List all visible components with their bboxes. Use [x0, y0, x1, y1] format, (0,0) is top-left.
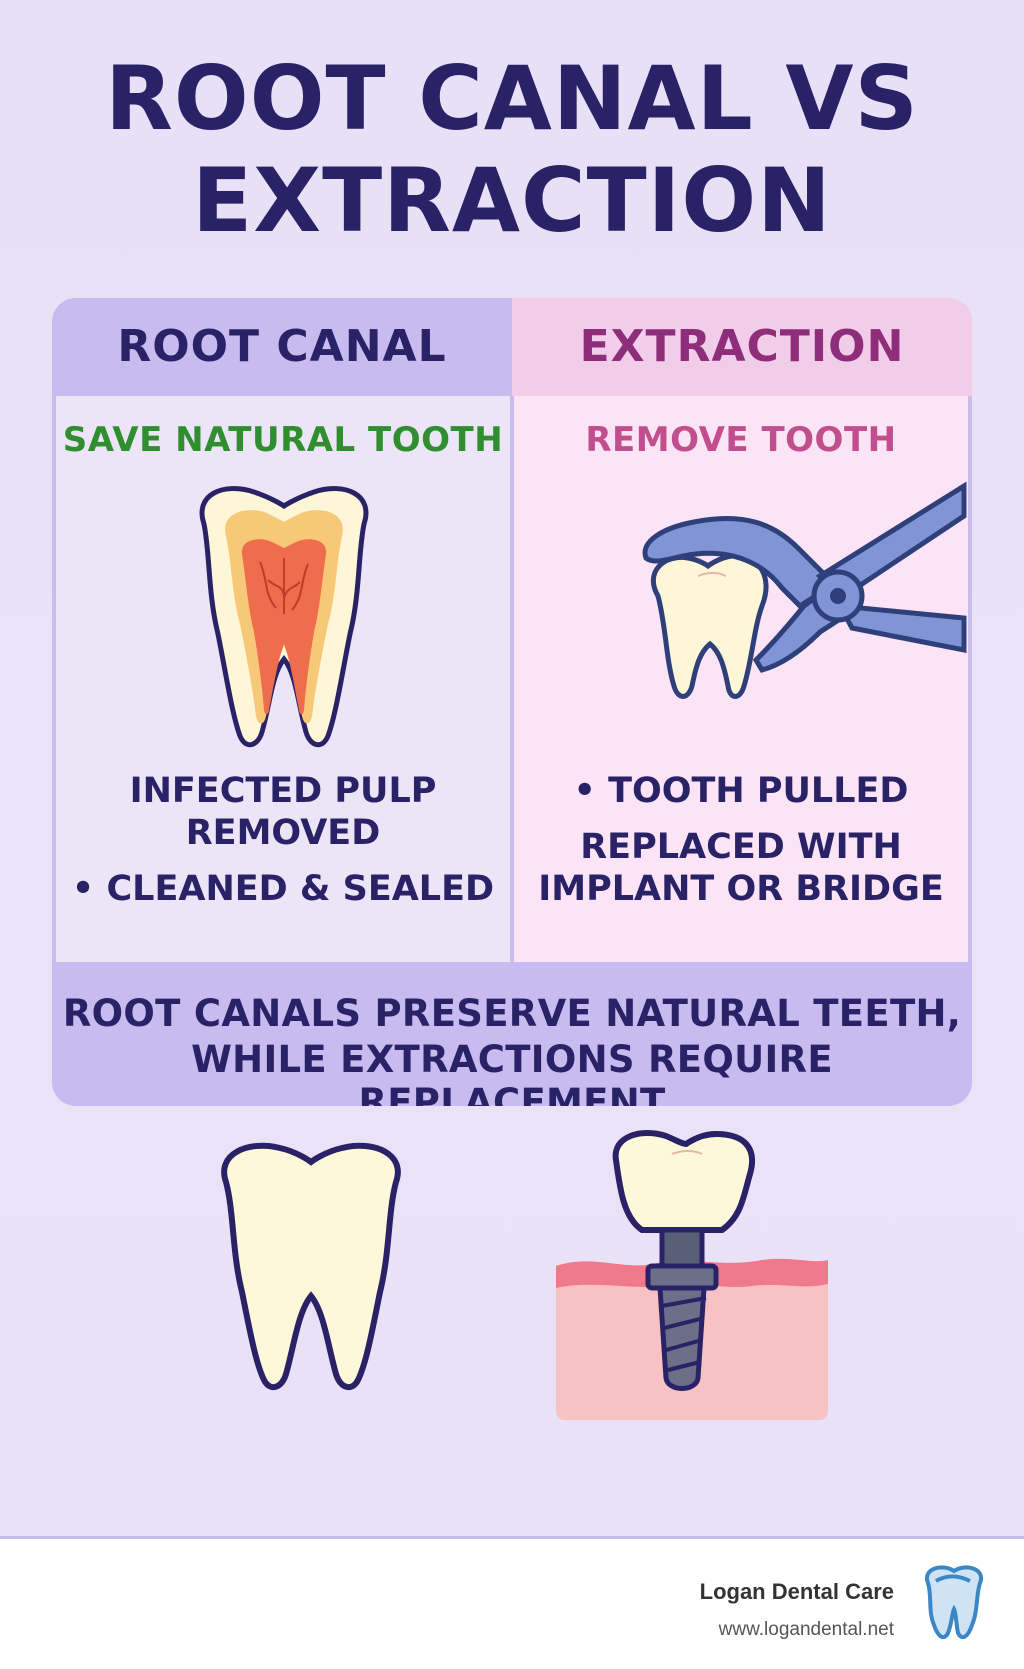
- summary-line-1: ROOT CANALS PRESERVE NATURAL TEETH,: [62, 992, 962, 1035]
- extraction-point-3: IMPLANT OR BRIDGE: [538, 869, 944, 909]
- title-line-1: ROOT CANAL VS: [105, 47, 919, 150]
- extraction-panel: REMOVE TOOTH • TOOTH PULLED REPLACED WIT…: [514, 396, 968, 962]
- root-canal-subtitle: SAVE NATURAL TOOTH: [62, 420, 504, 460]
- root-canal-heading: ROOT CANAL: [52, 298, 512, 396]
- summary-banner: ROOT CANALS PRESERVE NATURAL TEETH, WHIL…: [52, 962, 972, 1106]
- root-canal-point-3: • CLEANED & SEALED: [71, 869, 495, 909]
- extraction-point-1: • TOOTH PULLED: [573, 771, 909, 811]
- title-line-2: EXTRACTION: [192, 149, 832, 252]
- forceps-pulling-tooth-icon: [642, 481, 967, 699]
- natural-tooth-icon: [221, 1142, 401, 1391]
- root-canal-panel: SAVE NATURAL TOOTH INFECTED PULP REMOVED…: [56, 396, 510, 962]
- footer: Logan Dental Care www.logandental.net: [0, 1536, 1024, 1669]
- extraction-point-2: REPLACED WITH: [580, 827, 902, 867]
- brand-name: Logan Dental Care: [699, 1579, 894, 1604]
- tooth-logo-icon: [924, 1565, 984, 1640]
- extraction-heading: EXTRACTION: [512, 298, 972, 396]
- dental-implant-icon: [556, 1130, 828, 1420]
- root-canal-point-1: INFECTED PULP: [129, 771, 437, 811]
- comparison-card: ROOT CANAL EXTRACTION SAVE NATURAL TOOTH…: [52, 298, 972, 1106]
- tooth-cross-section-icon: [199, 486, 369, 748]
- page-title: ROOT CANAL VS EXTRACTION: [0, 48, 1024, 252]
- summary-line-2: WHILE EXTRACTIONS REQUIRE REPLACEMENT: [191, 1038, 833, 1106]
- root-canal-point-2: REMOVED: [185, 813, 381, 853]
- brand-url[interactable]: www.logandental.net: [718, 1619, 894, 1640]
- extraction-subtitle: REMOVE TOOTH: [585, 420, 897, 460]
- infographic-page: ROOT CANAL VS EXTRACTION ROOT CANAL EXTR…: [0, 0, 1024, 1536]
